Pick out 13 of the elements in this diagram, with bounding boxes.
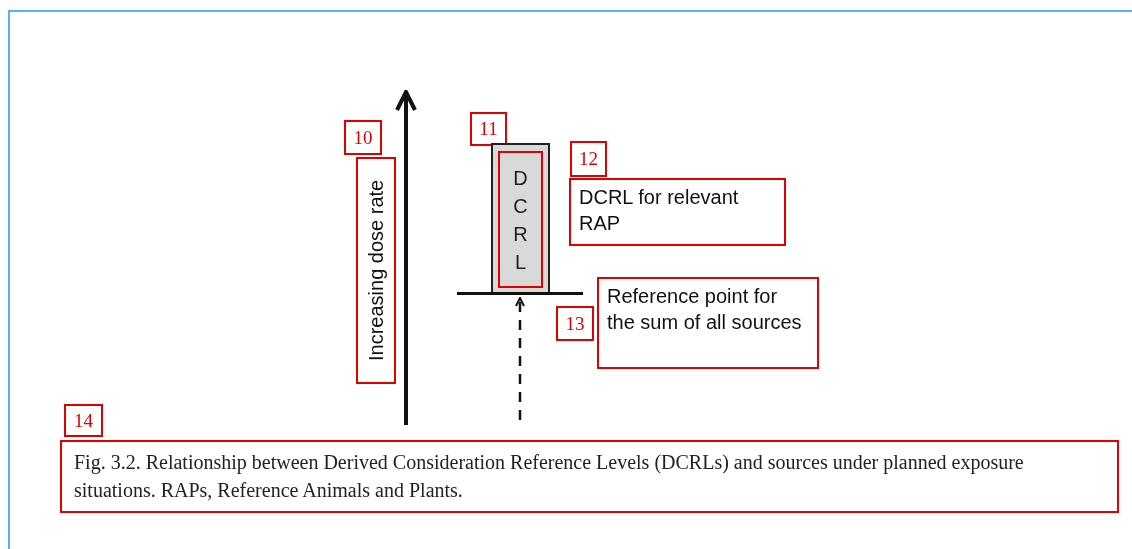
level-label: D C R L [498,151,543,288]
level-box [491,143,550,294]
reference-line [457,292,583,295]
axis-label: Increasing dose rate [356,157,396,384]
callout-number: 12 [570,141,607,177]
arrow [515,297,525,420]
figure-caption: Fig. 3.2. Relationship between Derived Consideration Reference Levels (DCRLs) and sources under planned exposure situations. RAPs, Reference Animals and Plants. [60,440,1119,513]
callout-number: 10 [344,120,382,155]
callout-number: 13 [556,306,594,341]
callout-number: 11 [470,112,507,146]
annotation-text: Reference point for the sum of all sources [597,277,819,369]
annotation-text: DCRL for relevant RAP [569,178,786,246]
callout-number: 14 [64,404,103,437]
